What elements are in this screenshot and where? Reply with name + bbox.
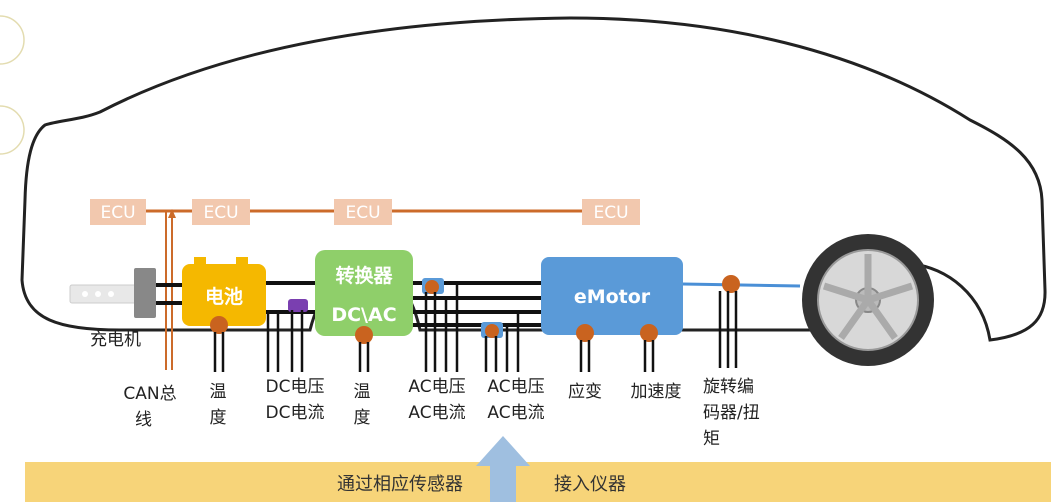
svg-text:ECU: ECU xyxy=(593,203,628,223)
bottom-banner xyxy=(25,462,1051,502)
ac2-label-2: AC电流 xyxy=(487,403,544,423)
dc-connector xyxy=(288,299,308,312)
ac1-label-1: AC电压 xyxy=(408,377,465,397)
dc-label-1: DC电压 xyxy=(266,377,325,397)
banner-left-text: 通过相应传感器 xyxy=(337,474,463,495)
encoder-label-3: 矩 xyxy=(703,429,720,449)
can-bus-label-2: 线 xyxy=(135,410,152,430)
ecu-box-4: ECU xyxy=(582,199,640,225)
temp1-label-2: 度 xyxy=(210,408,227,428)
temp2-label-1: 温 xyxy=(354,382,371,402)
sensor-leads xyxy=(213,285,738,372)
temp1-label-1: 温 xyxy=(210,382,227,402)
svg-text:ECU: ECU xyxy=(203,203,238,223)
battery-box: 电池 xyxy=(182,257,266,326)
strain-label: 应变 xyxy=(568,382,602,402)
motor-shaft xyxy=(682,282,801,288)
encoder-label-2: 码器/扭 xyxy=(703,403,760,423)
can-bus-label-1: CAN总 xyxy=(123,384,176,404)
charger-plug xyxy=(69,268,156,318)
svg-text:ECU: ECU xyxy=(345,203,380,223)
ecu-box-1: ECU xyxy=(90,199,146,225)
ecu-box-2: ECU xyxy=(192,199,250,225)
svg-text:电池: 电池 xyxy=(205,285,243,308)
ecu-box-3: ECU xyxy=(334,199,392,225)
banner-right-text: 接入仪器 xyxy=(554,474,626,495)
svg-text:eMotor: eMotor xyxy=(574,286,651,308)
decor-circle-top xyxy=(0,15,25,65)
converter-box: 转换器 DC\AC xyxy=(315,250,413,336)
ac2-label-1: AC电压 xyxy=(487,377,544,397)
ac1-label-2: AC电流 xyxy=(408,403,465,423)
motor-box: eMotor xyxy=(541,257,683,335)
up-arrow-icon xyxy=(476,436,530,502)
decor-circle-bottom xyxy=(0,105,25,155)
sensor-dots xyxy=(210,275,740,344)
encoder-label-1: 旋转编 xyxy=(703,377,754,397)
car-outline xyxy=(20,16,1047,342)
charger-label: 充电机 xyxy=(90,330,141,350)
svg-text:转换器: 转换器 xyxy=(335,264,393,287)
svg-text:ECU: ECU xyxy=(100,203,135,223)
temp2-label-2: 度 xyxy=(354,408,371,428)
accel-label: 加速度 xyxy=(631,382,682,402)
dc-label-2: DC电流 xyxy=(266,403,325,423)
svg-text:DC\AC: DC\AC xyxy=(331,304,396,326)
wheel xyxy=(802,234,934,366)
can-arrow-head xyxy=(168,209,176,218)
